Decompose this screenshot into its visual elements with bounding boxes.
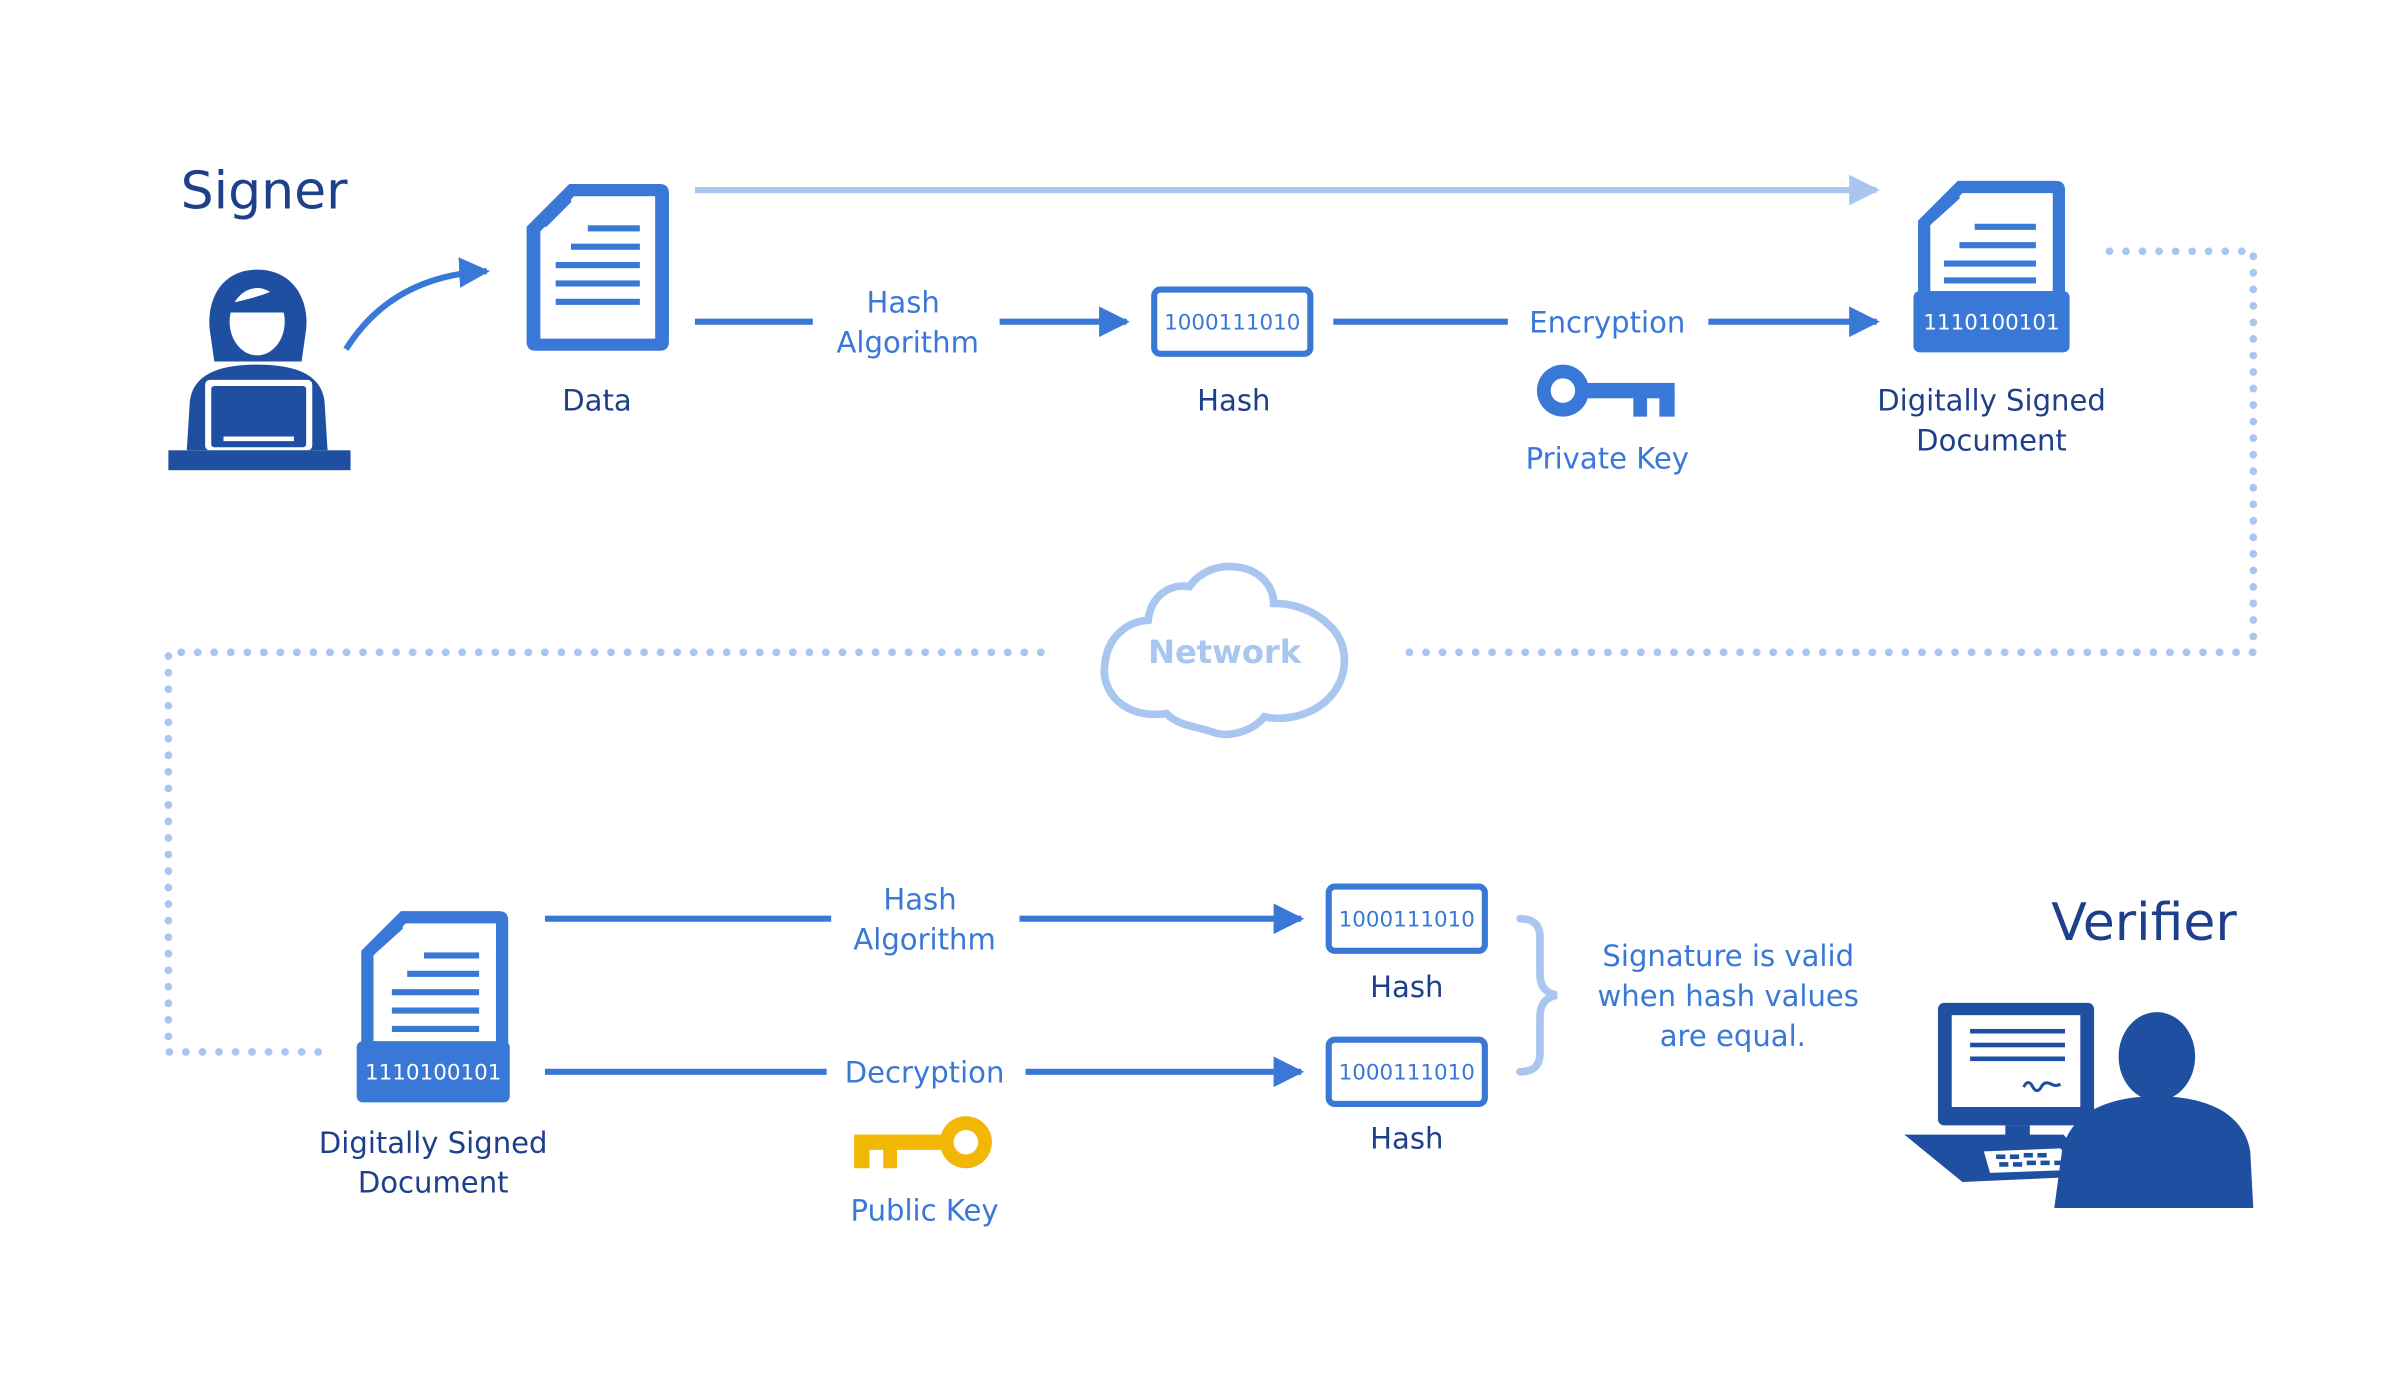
verifier-title: Verifier <box>2051 893 2237 953</box>
decrypted-hash-box <box>1325 1036 1488 1108</box>
computed-hash-box <box>1325 883 1488 954</box>
verify-hash-algorithm-label-line1: Hash <box>883 883 956 917</box>
signer-to-data-arrow <box>343 257 490 351</box>
public-key-icon <box>854 1116 992 1169</box>
hash-value: 1000111010 <box>1164 310 1300 335</box>
hash-algorithm-label-line2: Algorithm <box>837 325 979 359</box>
decrypted-hash-label: Hash <box>1370 1121 1443 1155</box>
public-key-label: Public Key <box>851 1193 999 1227</box>
signed-document-label-line2: Document <box>1916 423 2067 457</box>
received-signed-document-value: 1110100101 <box>365 1060 501 1085</box>
network-path <box>164 247 2258 1056</box>
network-label: Network <box>1148 633 1302 671</box>
received-signed-document-label-line1: Digitally Signed <box>319 1126 548 1160</box>
data-document-icon <box>526 183 669 351</box>
signer-title: Signer <box>181 161 348 221</box>
private-key-label: Private Key <box>1526 442 1689 476</box>
encryption-label: Encryption <box>1529 305 1685 339</box>
validity-note-line3: are equal. <box>1660 1019 1806 1053</box>
validity-note-line1: Signature is valid <box>1602 939 1854 973</box>
hash-algorithm-label-line1: Hash <box>867 286 940 320</box>
data-label: Data <box>562 384 631 418</box>
private-key-icon <box>1536 364 1675 417</box>
decryption-label: Decryption <box>845 1056 1005 1090</box>
verifier-icon <box>1904 1002 2254 1209</box>
network-cloud-icon <box>1100 562 1349 739</box>
signed-document-icon <box>1913 180 2070 353</box>
received-signed-document-icon <box>356 911 510 1103</box>
comparison-brace <box>1516 914 1558 1076</box>
validity-note-line2: when hash values <box>1598 979 1859 1013</box>
decrypted-hash-value: 1000111010 <box>1339 1060 1475 1085</box>
signer-icon <box>168 269 351 471</box>
signed-document-value: 1110100101 <box>1923 310 2059 335</box>
computed-hash-value: 1000111010 <box>1339 907 1475 932</box>
hash-box <box>1151 286 1314 357</box>
computed-hash-label: Hash <box>1370 970 1443 1004</box>
verify-hash-algorithm-label-line2: Algorithm <box>853 922 995 956</box>
received-signed-document-label-line2: Document <box>358 1166 509 1200</box>
hash-label: Hash <box>1197 384 1270 418</box>
signed-document-label-line1: Digitally Signed <box>1877 384 2106 418</box>
